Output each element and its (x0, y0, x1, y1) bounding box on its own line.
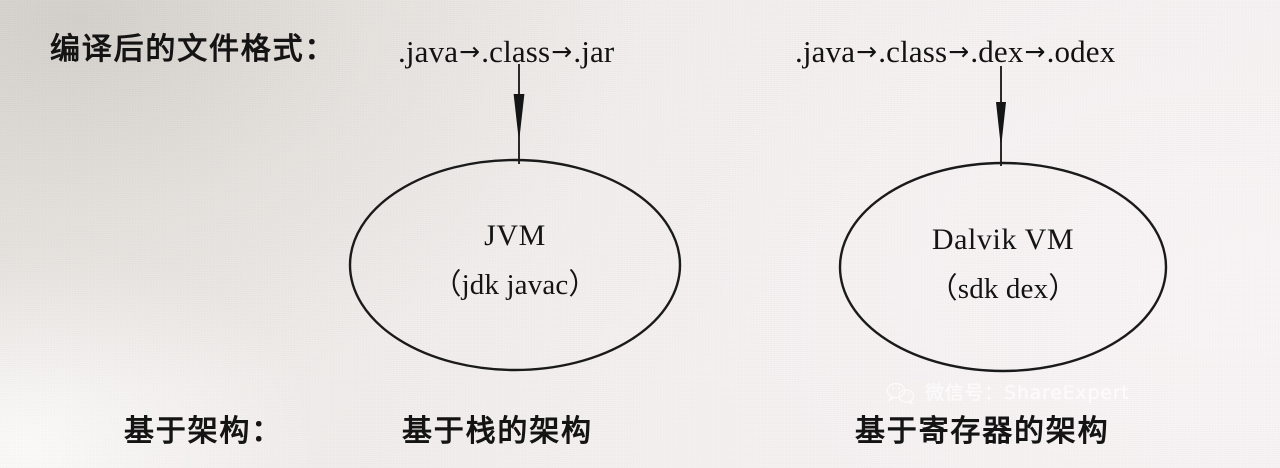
pipeline-left-step-java: .java (398, 34, 459, 69)
pipeline-right-step-dex: .dex (970, 34, 1024, 69)
pipeline-right-step-odex: .odex (1046, 34, 1116, 69)
connector-arrow-down-icon (513, 64, 525, 164)
caption-dalvik-architecture: 基于寄存器的架构 (855, 414, 1110, 449)
caption-jvm-architecture: 基于栈的架构 (402, 414, 593, 449)
arrow-right-icon: → (856, 37, 878, 66)
node-jvm-name: JVM (484, 219, 546, 252)
wechat-logo-icon (886, 382, 915, 404)
ellipse-shape-icon (348, 158, 682, 372)
pipeline-right-step-class: .class (878, 34, 948, 69)
row-label-architecture: 基于架构： (124, 414, 283, 449)
node-jvm-text: JVM （jdk javac） (432, 217, 597, 305)
pipeline-java-chain: .java→.class→.jar (398, 32, 614, 72)
arrow-right-icon: → (948, 37, 970, 66)
wechat-watermark-text: 微信号：ShareExpert (925, 382, 1130, 404)
pipeline-right-step-java: .java (795, 34, 856, 69)
node-dalvik-text: Dalvik VM （sdk dex） (929, 221, 1078, 309)
node-jvm-subtitle: （jdk javac） (432, 269, 598, 301)
node-dalvik-vm: Dalvik VM （sdk dex） (838, 161, 1168, 373)
connector-arrow-down-icon (996, 66, 1006, 166)
wechat-watermark: 微信号：ShareExpert (886, 381, 1130, 405)
ellipse-shape-icon (838, 161, 1168, 373)
pipeline-left-step-jar: .jar (573, 34, 615, 69)
arrow-right-icon: → (1024, 37, 1046, 66)
arrow-right-icon: → (551, 37, 573, 66)
node-jvm: JVM （jdk javac） (348, 158, 682, 372)
node-dalvik-subtitle: （sdk dex） (928, 273, 1078, 305)
pipeline-android-chain: .java→.class→.dex→.odex (795, 32, 1115, 72)
row-label-compiled-format: 编译后的文件格式： (50, 32, 337, 67)
pipeline-left-step-class: .class (481, 34, 551, 69)
arrow-right-icon: → (459, 37, 481, 66)
node-dalvik-name: Dalvik VM (931, 223, 1075, 256)
